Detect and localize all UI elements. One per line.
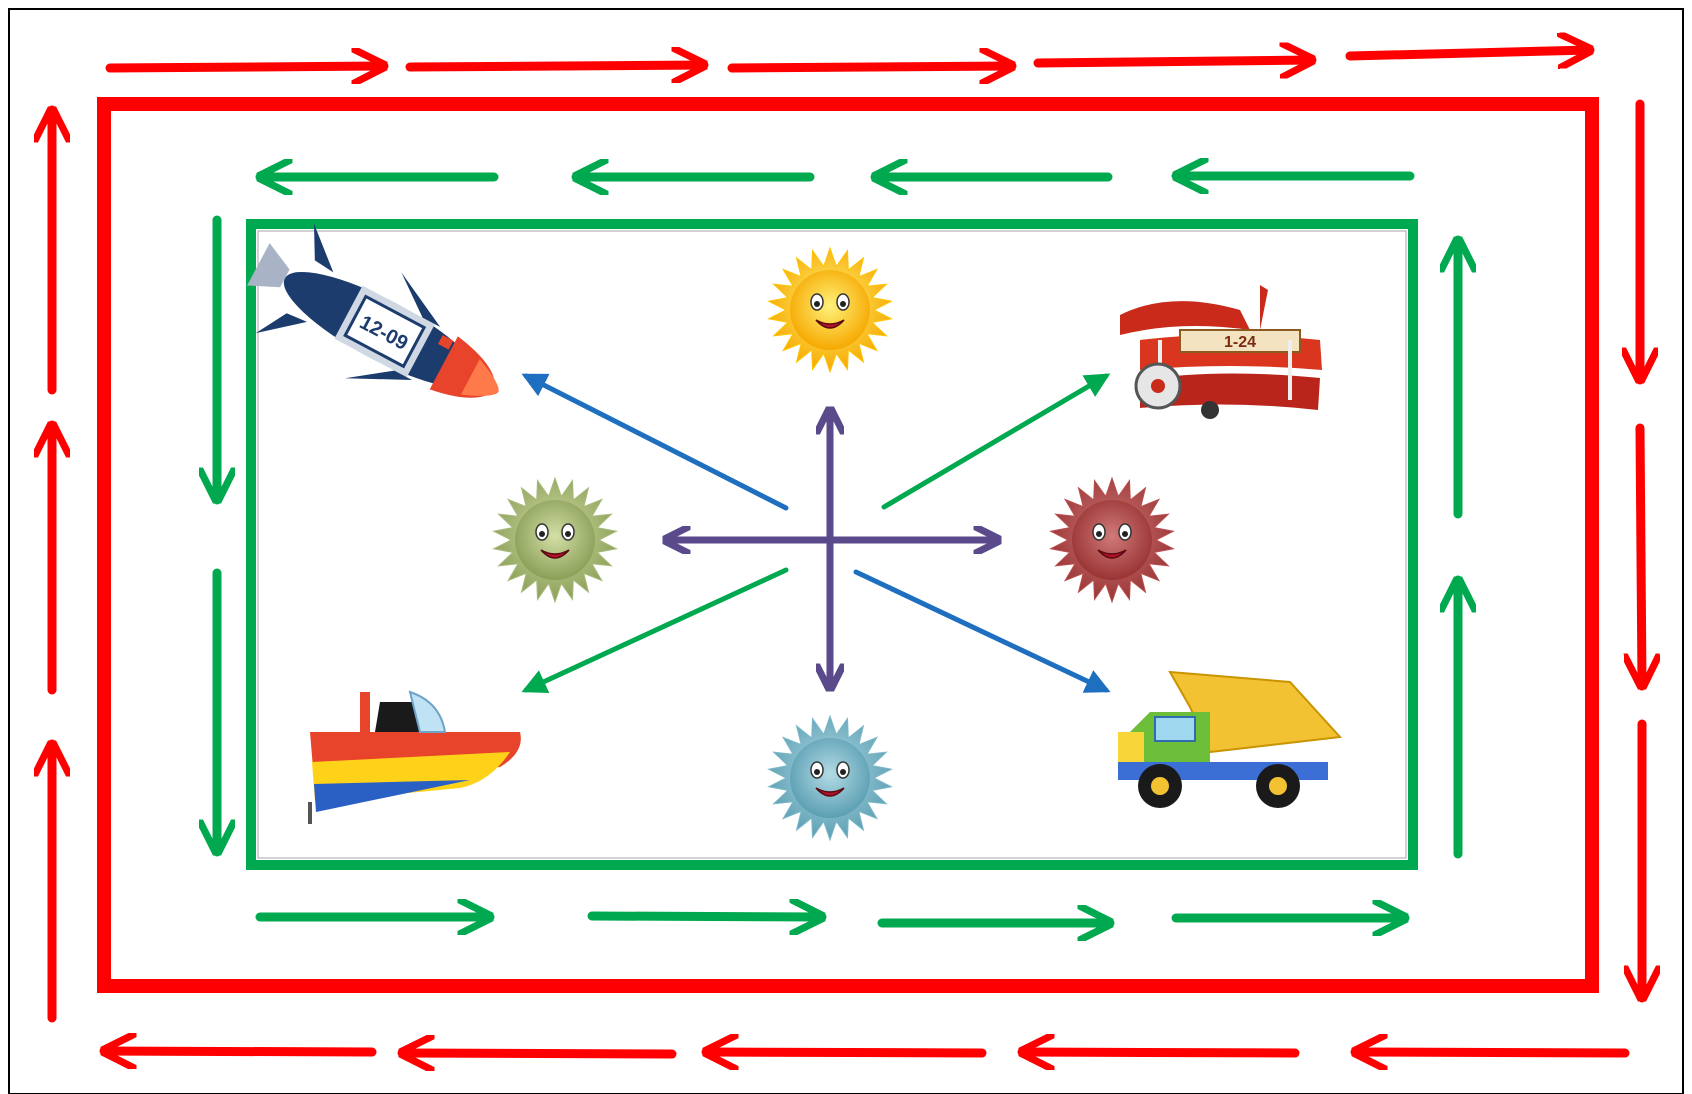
red-sun-icon (1049, 476, 1175, 604)
red-arrow-bottom-4 (397, 1053, 677, 1054)
diagonal-arrow-to-rocket (521, 373, 789, 511)
red-arrow-top-3 (727, 66, 1017, 68)
green-track-border (246, 219, 1418, 870)
diagonal-arrow-to-boat (521, 567, 789, 693)
inner-green-loop (217, 176, 1458, 923)
red-arrow-top-5 (1345, 50, 1595, 56)
red-arrow-bottom-2 (1017, 1052, 1300, 1053)
rocket-icon: 12-09 (247, 223, 499, 398)
center-cross (668, 412, 996, 686)
green-sun-icon (492, 476, 618, 604)
red-track-border (97, 97, 1599, 993)
blue-sun-icon (767, 714, 893, 842)
outer-frame (8, 8, 1684, 1094)
red-arrow-top-2 (405, 65, 709, 67)
red-arrow-top-1 (105, 66, 389, 68)
diagonal-arrow-to-airplane (881, 373, 1111, 510)
diagonal-arrow-to-truck (853, 569, 1111, 693)
red-arrow-top-4 (1033, 60, 1317, 63)
outer-red-loop (52, 50, 1642, 1054)
plane-number: 1-24 (1224, 334, 1256, 351)
biplane-icon: 1-24 (1120, 285, 1322, 419)
yellow-sun-icon (767, 246, 893, 374)
diagonal-arrows (521, 373, 1111, 693)
boat-icon (308, 690, 521, 824)
green-arrow-bottom-2 (587, 916, 827, 917)
green-track-inner-line (257, 230, 1407, 859)
red-arrow-right-2 (1640, 423, 1642, 691)
dump-truck-icon (1118, 670, 1343, 808)
red-arrow-bottom-3 (701, 1052, 987, 1053)
red-arrow-bottom-1 (1350, 1052, 1630, 1053)
red-arrow-bottom-5 (99, 1051, 377, 1052)
suns-group (492, 246, 1175, 842)
